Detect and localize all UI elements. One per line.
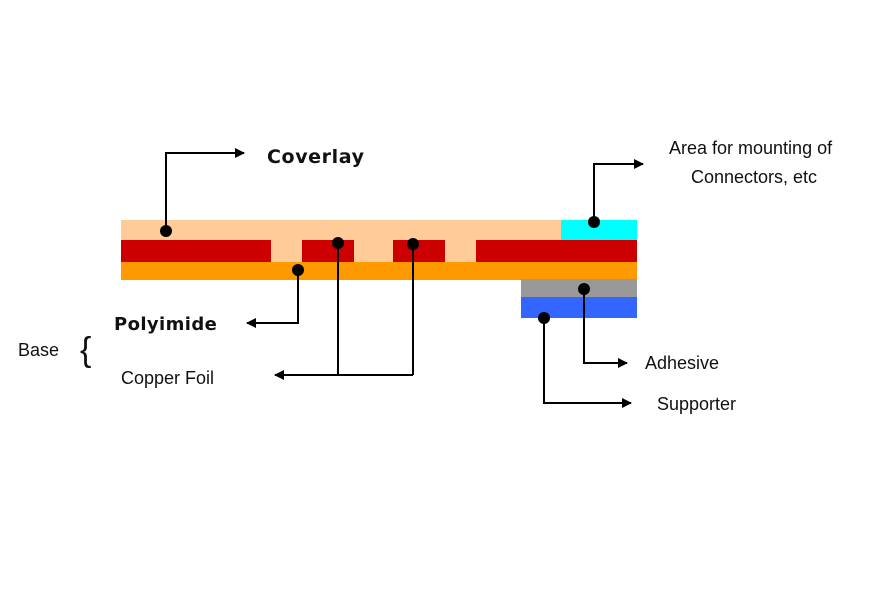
adhesive-dot xyxy=(578,283,590,295)
connector-area-dot xyxy=(588,216,600,228)
polyimide-layer xyxy=(121,262,637,280)
polyimide-leader xyxy=(246,270,299,328)
polyimide-label: Polyimide xyxy=(114,314,217,335)
supporter-leader xyxy=(543,318,632,408)
base-label: Base xyxy=(18,340,59,360)
copper-segment xyxy=(302,240,354,262)
coverlay-leader xyxy=(165,148,245,231)
connector-area-label-line1: Area for mounting of xyxy=(669,138,833,158)
supporter-dot xyxy=(538,312,550,324)
coverlay-dot xyxy=(160,225,172,237)
copper-segment xyxy=(121,240,271,262)
copper-dot xyxy=(407,238,419,250)
leader-dots xyxy=(160,216,600,324)
base-brace: { xyxy=(80,331,91,369)
copper-segment xyxy=(476,240,637,262)
copper-segment xyxy=(393,240,445,262)
adhesive-label: Adhesive xyxy=(645,353,719,373)
connector-area-leader xyxy=(593,159,644,222)
connector-area-layer xyxy=(561,220,637,242)
supporter-label: Supporter xyxy=(657,394,736,414)
coverlay-label: Coverlay xyxy=(267,146,365,168)
polyimide-dot xyxy=(292,264,304,276)
copper-foil-layer xyxy=(121,240,637,262)
supporter-layer xyxy=(521,297,637,318)
copper-foil-label: Copper Foil xyxy=(121,368,214,388)
connector-area-label-line2: Connectors, etc xyxy=(691,167,817,187)
copper-dot xyxy=(332,237,344,249)
adhesive-leader xyxy=(583,289,628,368)
leader-lines xyxy=(165,148,644,408)
